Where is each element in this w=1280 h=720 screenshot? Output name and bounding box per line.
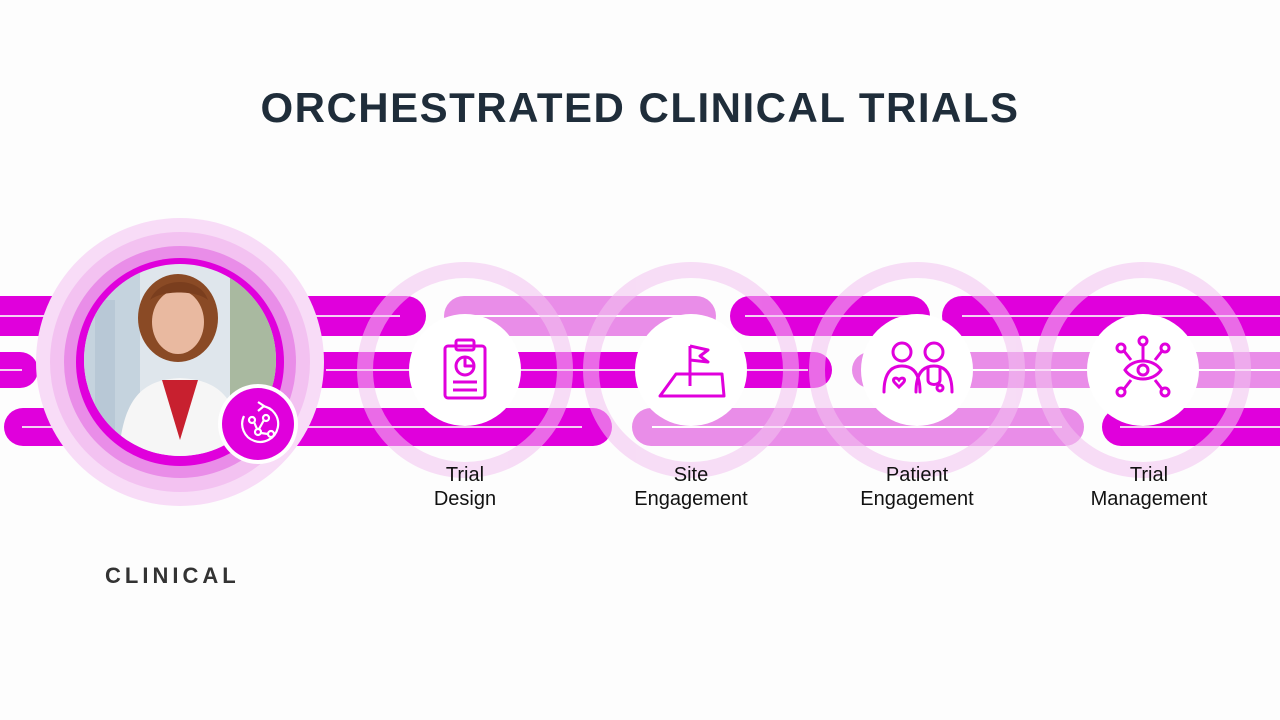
stage-icon-trial-design xyxy=(409,314,521,426)
stage-icon-trial-management xyxy=(1087,314,1199,426)
stage-label-line2: Engagement xyxy=(634,488,748,510)
section-label: CLINICAL xyxy=(105,563,240,588)
stage-label-line1: Site xyxy=(673,464,709,486)
eye-network-icon xyxy=(1115,335,1171,398)
page-title: ORCHESTRATED CLINICAL TRIALS xyxy=(260,84,1020,131)
stage-label-site-engagement: Site Engagement xyxy=(591,463,791,511)
clipboard-chart-icon xyxy=(443,338,487,400)
stage-label-trial-design: Trial Design xyxy=(365,463,565,511)
stage-label-line1: Trial xyxy=(445,464,485,486)
flag-map-icon xyxy=(658,344,726,398)
network-cycle-icon xyxy=(241,401,280,443)
stage-icon-site-engagement xyxy=(635,314,747,426)
stage-label-line2: Management xyxy=(1090,488,1208,510)
stage-rings xyxy=(357,262,1251,478)
doctor-patient-icon xyxy=(882,341,954,394)
hub xyxy=(36,218,324,506)
stage-label-line1: Trial xyxy=(1129,464,1169,486)
stage-label-patient-engagement: Patient Engagement xyxy=(817,463,1017,511)
stage-label-trial-management: Trial Management xyxy=(1049,463,1249,511)
stage-label-line1: Patient xyxy=(885,464,949,486)
stage-icon-patient-engagement xyxy=(861,314,973,426)
stage-label-line2: Engagement xyxy=(860,488,974,510)
stage-label-line2: Design xyxy=(433,488,497,510)
